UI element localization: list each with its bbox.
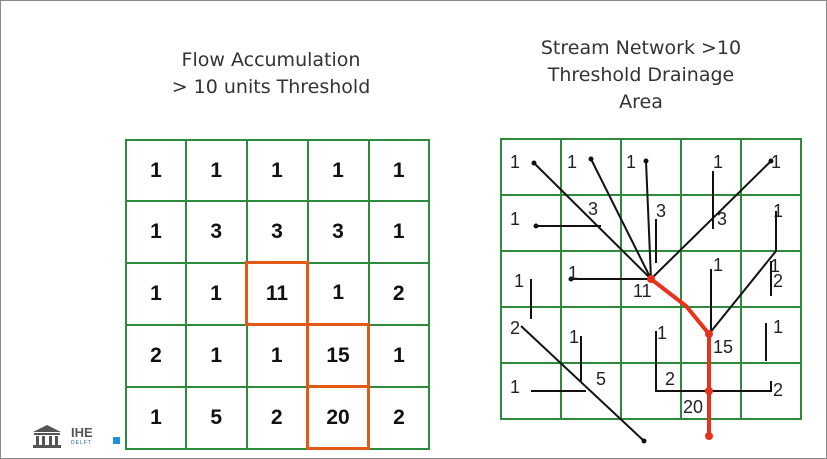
flow-node	[768, 158, 774, 164]
grid-cell: 1	[125, 200, 187, 264]
stream-label: 1	[713, 255, 723, 275]
stream-label: 5	[596, 369, 606, 389]
stream-label: 1	[657, 323, 667, 343]
flow-line	[650, 160, 772, 280]
stream-label: 1	[770, 256, 780, 276]
grid-cell: 5	[185, 385, 248, 450]
grid-cell: 3	[185, 200, 248, 264]
stream-label: 2	[773, 271, 783, 291]
grid-cell: 1	[185, 323, 248, 388]
stream-label: 15	[713, 337, 733, 357]
grid-cell: 1	[367, 139, 430, 202]
grid-cell: 20	[306, 385, 370, 450]
stream-label: 2	[510, 318, 520, 338]
grid-cell: 15	[306, 323, 370, 388]
grid-cell: 1	[185, 261, 248, 326]
flow-node	[531, 160, 537, 166]
temple-icon	[33, 425, 61, 448]
grid-cell: 3	[306, 200, 370, 264]
stream-label: 20	[683, 397, 703, 417]
flow-line	[645, 160, 652, 280]
grid-cell: 1	[367, 323, 430, 388]
flow-node	[643, 158, 649, 164]
flow-accumulation-title: Flow Accumulation > 10 units Threshold	[121, 47, 421, 101]
stream-network-title-line1: Stream Network >10	[540, 37, 742, 59]
flow-line	[520, 325, 645, 442]
grid-cell: 3	[245, 200, 309, 264]
stream-node	[705, 432, 713, 440]
stream-label: 2	[665, 369, 675, 389]
stream-node	[647, 275, 655, 283]
stream-label: 11	[633, 281, 652, 301]
stream-label: 1	[626, 152, 636, 172]
stream-node	[705, 330, 713, 338]
stream-node	[705, 387, 713, 395]
grid-cell: 1	[306, 139, 370, 202]
stream-label: 1	[773, 201, 783, 221]
grid-cell: 1	[125, 139, 187, 202]
stream-label: 1	[514, 271, 524, 291]
flow-node	[641, 438, 647, 444]
grid-cell: 1	[367, 200, 430, 264]
flow-line	[590, 158, 652, 280]
grid-cell: 2	[125, 323, 187, 388]
logo-square	[113, 437, 120, 444]
stream-label: 1	[568, 263, 578, 283]
grid-cell: 11	[245, 261, 309, 326]
flow-accumulation-title-line2: > 10 units Threshold	[171, 76, 371, 98]
stream-label: 1	[510, 377, 520, 397]
stream-label: 2	[773, 380, 783, 400]
stream-label: 1	[771, 152, 781, 172]
flow-line	[533, 162, 652, 280]
stream-label: 1	[773, 317, 783, 337]
stream-label: 1	[713, 152, 723, 172]
grid-cell: 2	[367, 261, 430, 326]
logo-subtitle: DELFT	[71, 440, 92, 446]
flow-line	[655, 331, 709, 392]
grid-cell: 1	[125, 385, 187, 450]
grid-cell: 1	[306, 261, 370, 326]
stream-label: 3	[656, 201, 666, 221]
stream-label: 1	[567, 152, 577, 172]
stream-label: 3	[588, 199, 598, 219]
flow-node	[568, 276, 574, 282]
stream-grid-border	[500, 138, 802, 420]
grid-cell: 2	[367, 385, 430, 450]
stream-label: 1	[510, 152, 520, 172]
logo-name: IHE	[71, 425, 93, 440]
stream-label: 3	[717, 209, 727, 229]
flow-line	[708, 211, 777, 335]
grid-cell: 1	[245, 139, 309, 202]
grid-cell: 2	[245, 385, 309, 450]
flow-line	[709, 381, 772, 392]
stream-network-title-line2: Threshold Drainage	[547, 64, 735, 86]
flow-accumulation-title-line1: Flow Accumulation	[181, 49, 361, 71]
grid-cell: 1	[185, 139, 248, 202]
flow-node	[533, 223, 539, 229]
stream-label: 1	[569, 327, 579, 347]
flow-node	[588, 156, 594, 162]
stream-network-title: Stream Network >10 Threshold Drainage Ar…	[491, 35, 791, 116]
grid-cell: 1	[245, 323, 309, 388]
grid-cell: 1	[125, 261, 187, 326]
stream-network-title-line3: Area	[619, 91, 663, 113]
stream-label: 1	[510, 209, 520, 229]
